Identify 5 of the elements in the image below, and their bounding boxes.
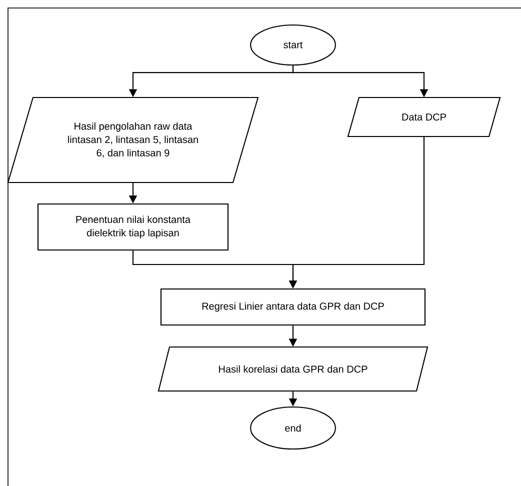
process-box: Penentuan nilai konstanta dielektrik tiap lapisan	[37, 203, 229, 251]
data-parallelogram: Hasil pengolahan raw data lintasan 2, lintasan 5, lintasan 6, dan lintasan 9	[7, 96, 259, 184]
data-parallelogram: Hasil korelasi data GPR dan DCP	[158, 346, 428, 392]
data-parallelogram: Data DCP	[347, 96, 501, 138]
process-box: Regresi Linier antara data GPR dan DCP	[160, 288, 426, 326]
